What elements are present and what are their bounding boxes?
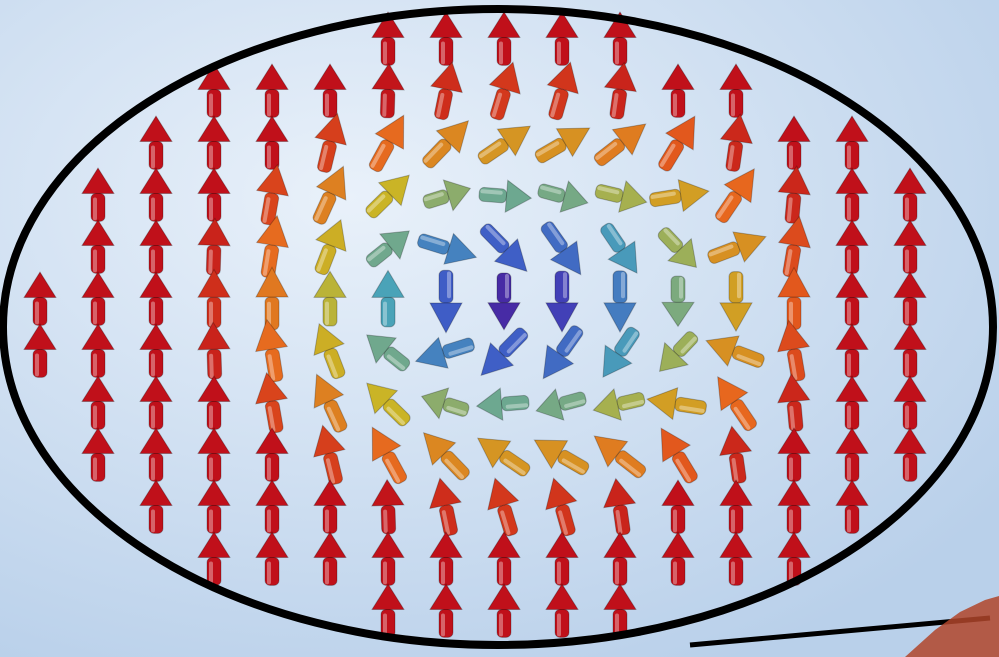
skyrmion-scene bbox=[0, 0, 999, 657]
skyrmion-illustration bbox=[0, 0, 999, 657]
